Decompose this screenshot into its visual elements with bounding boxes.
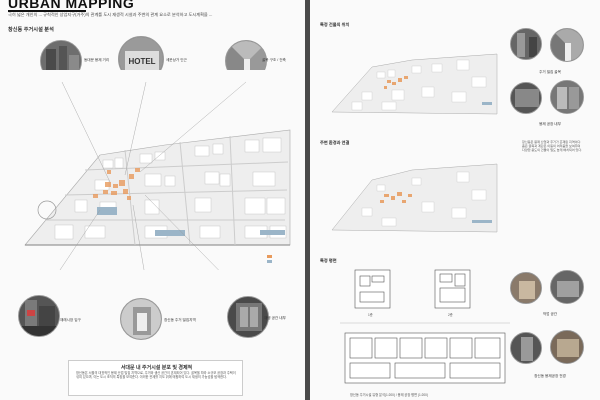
photo-r4 bbox=[550, 80, 584, 114]
plan-label: 특정 평면 bbox=[320, 258, 337, 263]
callout-bottom-right: 재생 공간 내부 bbox=[264, 316, 286, 320]
callout-top-right: 골목 구조 / 건축 bbox=[262, 58, 286, 62]
section-heading: 창신동 주거시설 분석 bbox=[8, 27, 54, 33]
photo-r3 bbox=[510, 82, 542, 114]
intro-text: 극히 넓은 개인의 ... 규칙적인 상업지구(거주)의 관계를 도시 재생적 … bbox=[8, 12, 213, 17]
photo-caption-1: 주거 밀집 골목 bbox=[539, 70, 561, 74]
photo-r8 bbox=[550, 330, 584, 364]
photo-r1 bbox=[510, 28, 542, 60]
board-urban-mapping: URBAN MAPPING 극히 넓은 개인의 ... 규칙적인 상업지구(거주… bbox=[0, 0, 305, 400]
hotel-sign-text: HOTEL bbox=[128, 57, 155, 66]
floor-plans bbox=[340, 269, 510, 384]
board-divider bbox=[305, 0, 310, 400]
note-text: 창신동은 서울의 대표적인 봉제 산업 밀집 지역으로, 주거와 생산 공간이 … bbox=[76, 371, 236, 379]
plan-caption: 창신동 주거시설 유형 분석(1:200) / 봉제 공장 평면 (1:200) bbox=[350, 393, 429, 397]
title-rule bbox=[8, 10, 86, 12]
photo-bottom-right bbox=[227, 296, 269, 338]
photo-caption-3: 작업 공간 bbox=[542, 312, 558, 316]
callout-top-left: 동대문 봉제 거리 bbox=[84, 58, 110, 62]
map1-label: 특정 건물의 위치 bbox=[320, 22, 350, 27]
side-text: 창신동은 봉제 산업과 주거가 혼재된 지역이다. 좁은 골목과 계단은 이동의… bbox=[522, 140, 583, 152]
detail-map-1 bbox=[331, 53, 498, 115]
photo-r6 bbox=[550, 270, 584, 304]
plan2-label: 2층 bbox=[448, 313, 453, 317]
main-district-map bbox=[5, 70, 303, 270]
photo-r2 bbox=[550, 28, 584, 62]
photo-bottom-left bbox=[18, 295, 60, 337]
note-title: 서대문 내 주거시설 분포 및 경제적 bbox=[120, 365, 193, 371]
callout-bottom-mid: 창신동 주거 밀집지역 bbox=[164, 318, 196, 322]
map2-label: 주변 환경과 연결 bbox=[320, 140, 350, 145]
board-title: URBAN MAPPING bbox=[8, 0, 135, 11]
photo-caption-2: 봉제 공장 내부 bbox=[539, 122, 561, 126]
detail-map-2 bbox=[331, 163, 498, 233]
photo-bottom-mid bbox=[120, 298, 162, 340]
callout-bottom-left: 재래시장 입구 bbox=[60, 318, 81, 322]
analysis-note-box: 서대문 내 주거시설 분포 및 경제적 창신동은 서울의 대표적인 봉제 산업 … bbox=[68, 360, 243, 396]
photo-caption-4: 창신동 봉제공장 전경 bbox=[534, 374, 566, 378]
callout-top-mid: 세운상가 인근 bbox=[166, 58, 187, 62]
board-detail: 특정 건물의 위치 주변 환경과 연결 특정 평면 bbox=[310, 0, 600, 400]
photo-r5 bbox=[510, 272, 542, 304]
photo-r7 bbox=[510, 332, 542, 364]
plan1-label: 1층 bbox=[368, 313, 373, 317]
